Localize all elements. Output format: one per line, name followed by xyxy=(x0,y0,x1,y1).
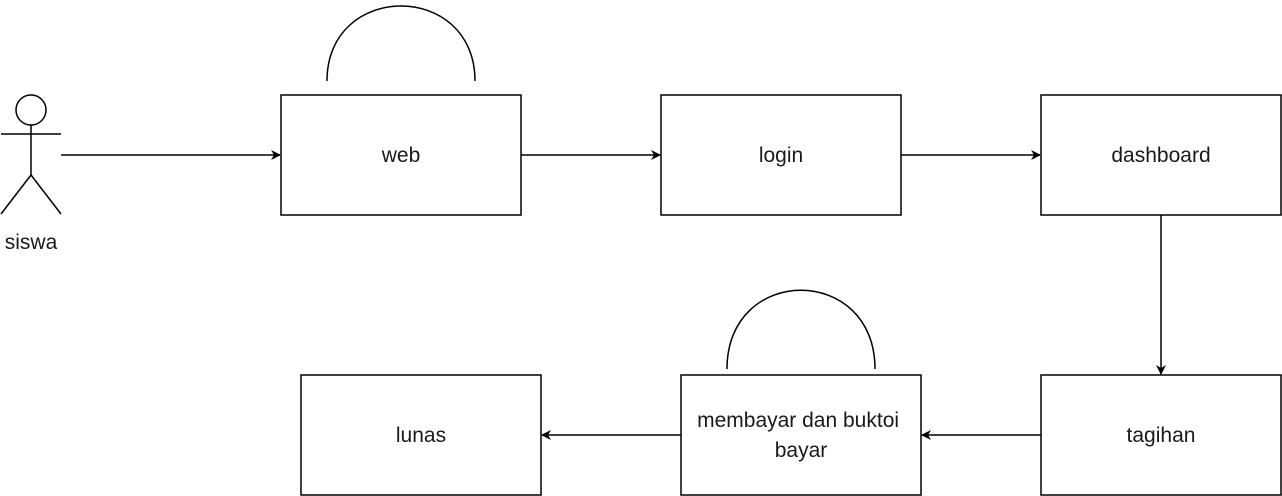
node-dashboard-label: dashboard xyxy=(1111,144,1210,167)
node-membayar-box xyxy=(680,374,922,496)
node-membayar-label-line1: membayar dan buktoi xyxy=(697,409,899,432)
node-login[interactable]: login xyxy=(660,94,902,216)
node-membayar-label-line2: bayar xyxy=(775,439,828,462)
node-web[interactable]: web xyxy=(280,94,522,216)
node-lunas-box xyxy=(300,374,542,496)
actor-siswa[interactable]: siswa xyxy=(0,94,62,254)
actor-right-leg xyxy=(30,174,62,215)
actor-left-leg xyxy=(0,174,32,215)
actor-head xyxy=(15,94,47,126)
loop-membayar xyxy=(726,289,876,370)
node-dashboard[interactable]: dashboard xyxy=(1040,94,1282,216)
node-tagihan[interactable]: tagihan xyxy=(1040,374,1282,496)
node-web-label: web xyxy=(381,144,421,167)
node-lunas-label: lunas xyxy=(396,424,446,447)
node-login-box xyxy=(660,94,902,216)
actor-label: siswa xyxy=(5,231,58,254)
node-membayar[interactable]: membayar dan buktoi bayar xyxy=(680,374,922,496)
node-dashboard-box xyxy=(1040,94,1282,216)
node-membayar-label: membayar dan buktoi bayar xyxy=(697,409,905,462)
node-lunas[interactable]: lunas xyxy=(300,374,542,496)
node-login-label: login xyxy=(759,144,803,167)
node-tagihan-label: tagihan xyxy=(1127,424,1196,447)
node-web-box xyxy=(280,94,522,216)
loop-web xyxy=(326,5,476,82)
node-tagihan-box xyxy=(1040,374,1282,496)
